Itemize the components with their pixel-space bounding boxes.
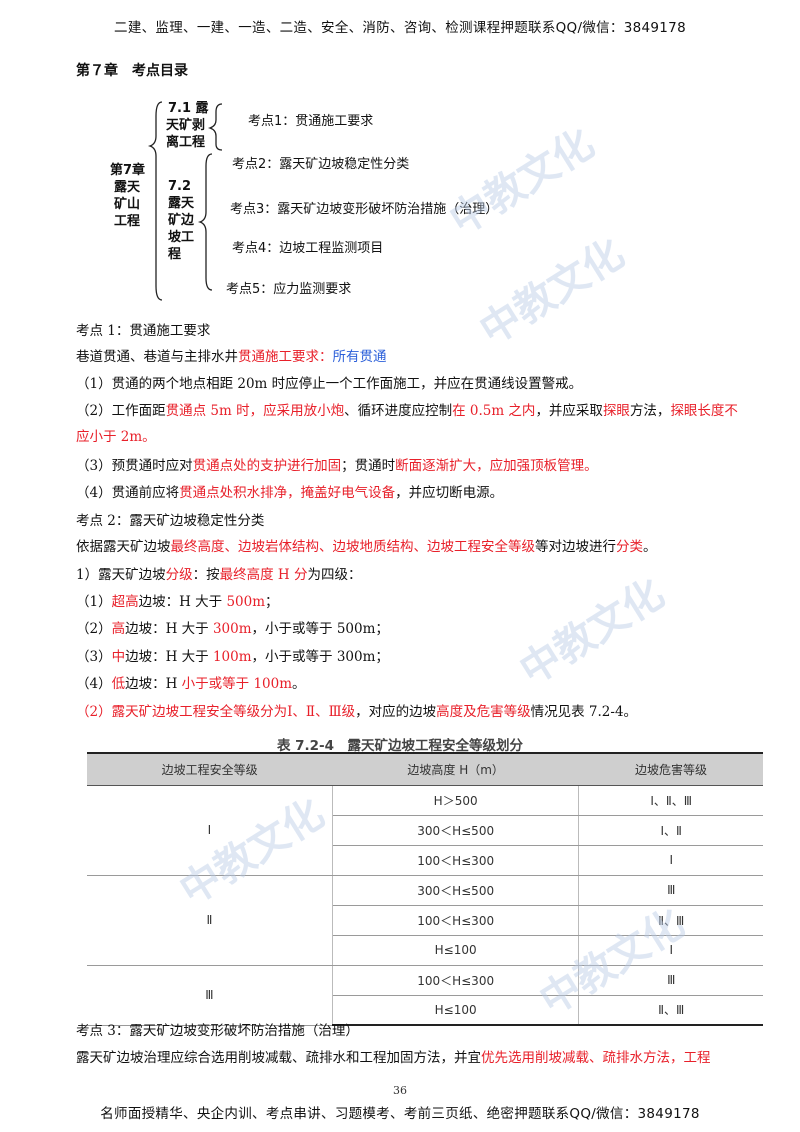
paragraph-10: 露天矿边坡治理应综合选用削坡减载、疏排水和工程加固方法，并宜优先选用削坡减载、疏…	[76, 1050, 711, 1066]
hazard-cell: Ⅰ	[578, 935, 763, 966]
table-row: H≤100 Ⅱ、Ⅲ	[87, 995, 763, 1026]
paragraph-6: （4）贯通前应将贯通点处积水排净，掩盖好电气设备，并应切断电源。	[76, 485, 504, 501]
page-header: 二建、监理、一建、一造、二造、安全、消防、咨询、检测课程押题联系QQ/微信：38…	[114, 20, 686, 36]
outline-point-3: 考点3：露天矿边坡变形破坏防治措施（治理）	[230, 202, 499, 217]
paragraph-9: （2）露天矿边坡工程安全等级分为Ⅰ、Ⅱ、Ⅲ级，对应的边坡高度及危害等级情况见表 …	[76, 704, 638, 720]
outline-root-4: 工程	[114, 214, 141, 229]
table-row: Ⅰ H＞500 Ⅰ、Ⅱ、Ⅲ	[87, 785, 763, 876]
outline-point-4: 考点4：边坡工程监测项目	[232, 241, 384, 256]
heading-point-2: 考点 2：露天矿边坡稳定性分类	[76, 513, 265, 529]
table-header-level: 边坡工程安全等级	[87, 752, 333, 786]
paragraph-3: （1）贯通的两个地点相距 20m 时应停止一个工作面施工，并应在贯通线设置警戒。	[76, 376, 583, 392]
height-cell: 300＜H≤500	[332, 815, 580, 846]
outline-sec2-5: 程	[168, 247, 182, 262]
chapter-title: 第７章 考点目录	[76, 63, 188, 79]
paragraph-2: 巷道贯通、巷道与主排水井贯通施工要求：所有贯通	[76, 349, 387, 365]
table-row: H≤100 Ⅰ	[87, 935, 763, 966]
watermark-brand: 中教文化	[512, 570, 673, 695]
paragraph-7: 依据露天矿边坡最终高度、边坡岩体结构、边坡地质结构、边坡工程安全等级等对边坡进行…	[76, 539, 657, 555]
outline-point-1: 考点1：贯通施工要求	[248, 114, 374, 129]
height-cell: H≤100	[332, 995, 580, 1026]
hazard-cell: Ⅰ、Ⅱ、Ⅲ	[578, 785, 763, 816]
table-header-height: 边坡高度 H（m）	[332, 752, 579, 786]
table-row: 300＜H≤500 Ⅰ、Ⅱ	[87, 815, 763, 846]
table-row: 100＜H≤300 Ⅰ	[87, 845, 763, 876]
hazard-cell: Ⅰ、Ⅱ	[578, 815, 763, 846]
outline-root-1: 第7章	[110, 163, 146, 178]
table-row: 100＜H≤300 Ⅱ、Ⅲ	[87, 905, 763, 936]
list-item-2: （2）高边坡：H 大于 300m，小于或等于 500m；	[76, 621, 389, 637]
outline-sec2-4: 坡工	[168, 230, 195, 245]
paragraph-8: 1）露天矿边坡分级：按最终高度 H 分为四级：	[76, 567, 362, 583]
hazard-cell: Ⅰ	[578, 845, 763, 876]
hazard-cell: Ⅲ	[578, 965, 763, 996]
height-cell: 100＜H≤300	[332, 905, 580, 936]
paragraph-5: （3）预贯通时应对贯通点处的支护进行加固；贯通时断面逐渐扩大，应加强顶板管理。	[76, 458, 598, 474]
height-cell: H≤100	[332, 935, 580, 966]
chapter-outline: 第7章 露天 矿山 工程 7.1 露 天矿剥 离工程 7.2 露天 矿边 坡工 …	[100, 96, 520, 306]
table-caption: 表 7.2-4 露天矿边坡工程安全等级划分	[276, 738, 524, 754]
hazard-cell: Ⅱ、Ⅲ	[578, 905, 763, 936]
heading-point-1: 考点 1：贯通施工要求	[76, 323, 211, 339]
level-cell: Ⅱ	[87, 875, 333, 966]
list-item-3: （3）中边坡：H 大于 100m，小于或等于 300m；	[76, 649, 389, 665]
page-number: 36	[393, 1084, 407, 1097]
table-header-hazard: 边坡危害等级	[578, 752, 763, 786]
height-cell: 100＜H≤300	[332, 965, 580, 996]
outline-point-5: 考点5：应力监测要求	[226, 282, 352, 297]
paragraph-4: （2）工作面距贯通点 5m 时，应采用放小炮、循环进度应控制在 0.5m 之内，…	[76, 403, 738, 419]
table-row: Ⅱ 300＜H≤500 Ⅲ	[87, 875, 763, 966]
outline-point-2: 考点2：露天矿边坡稳定性分类	[232, 157, 410, 172]
level-cell: Ⅲ	[87, 965, 333, 1026]
level-cell: Ⅰ	[87, 785, 333, 876]
page-footer: 名师面授精华、央企内训、考点串讲、习题模考、考前三页纸、绝密押题联系QQ/微信：…	[100, 1106, 700, 1122]
outline-sec2-1: 7.2	[168, 179, 192, 194]
safety-grade-table: 边坡工程安全等级 边坡高度 H（m） 边坡危害等级 Ⅰ H＞500 Ⅰ、Ⅱ、Ⅲ …	[87, 752, 763, 1026]
outline-sec2-2: 露天	[168, 196, 195, 211]
outline-root-2: 露天	[114, 180, 141, 195]
outline-root-3: 矿山	[114, 197, 141, 212]
outline-sec2-3: 矿边	[168, 213, 195, 228]
height-cell: 100＜H≤300	[332, 845, 580, 876]
outline-braces	[147, 101, 223, 301]
height-cell: 300＜H≤500	[332, 875, 580, 906]
list-item-1: （1）超高边坡：H 大于 500m；	[76, 594, 279, 610]
heading-point-3: 考点 3：露天矿边坡变形破坏防治措施（治理）	[76, 1023, 359, 1039]
paragraph-4-cont: 应小于 2m。	[76, 429, 156, 445]
height-cell: H＞500	[332, 785, 580, 816]
hazard-cell: Ⅱ、Ⅲ	[578, 995, 763, 1026]
outline-sec1-3: 离工程	[166, 135, 206, 150]
outline-sec1-1: 7.1 露	[168, 101, 209, 116]
hazard-cell: Ⅲ	[578, 875, 763, 906]
list-item-4: （4）低边坡：H 小于或等于 100m。	[76, 676, 306, 692]
table-row: Ⅲ 100＜H≤300 Ⅲ	[87, 965, 763, 1026]
outline-sec1-2: 天矿剥	[166, 118, 206, 133]
